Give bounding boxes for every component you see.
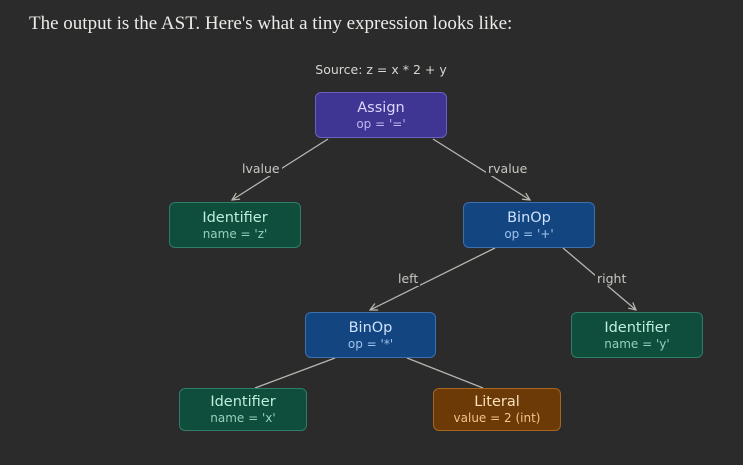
diagram-caption: Source: z = x * 2 + y (315, 62, 447, 77)
edge-times-left (254, 357, 336, 389)
edge-label-left: left (396, 271, 421, 286)
node-assign: Assign op = '=' (315, 92, 447, 138)
node-attr: name = 'z' (202, 226, 268, 241)
edge-label-right: right (595, 271, 629, 286)
edge-label-rvalue: rvalue (486, 161, 530, 176)
edge-left (370, 247, 496, 310)
node-attr: op = '*' (347, 336, 394, 351)
node-type: Assign (357, 99, 405, 116)
node-type: Literal (474, 394, 520, 410)
node-identifier-x: Identifier name = 'x' (179, 388, 307, 431)
node-literal-2: Literal value = 2 (int) (433, 388, 561, 431)
edge-times-right (406, 357, 484, 389)
node-attr: value = 2 (int) (453, 411, 541, 425)
node-type: Identifier (604, 319, 670, 336)
node-identifier-y: Identifier name = 'y' (571, 312, 703, 358)
node-attr: op = '=' (356, 116, 406, 131)
node-binop-plus: BinOp op = '+' (463, 202, 595, 248)
node-binop-times: BinOp op = '*' (305, 312, 436, 358)
node-identifier-z: Identifier name = 'z' (169, 202, 301, 248)
node-type: Identifier (202, 209, 268, 226)
node-type: BinOp (348, 319, 393, 336)
intro-paragraph: The output is the AST. Here's what a tin… (29, 13, 513, 34)
node-type: Identifier (210, 394, 276, 410)
edge-label-lvalue: lvalue (240, 161, 282, 176)
edge-rvalue (432, 138, 530, 200)
node-attr: name = 'y' (604, 336, 670, 351)
node-type: BinOp (507, 209, 551, 226)
node-attr: op = '+' (504, 226, 554, 241)
node-attr: name = 'x' (210, 411, 276, 425)
